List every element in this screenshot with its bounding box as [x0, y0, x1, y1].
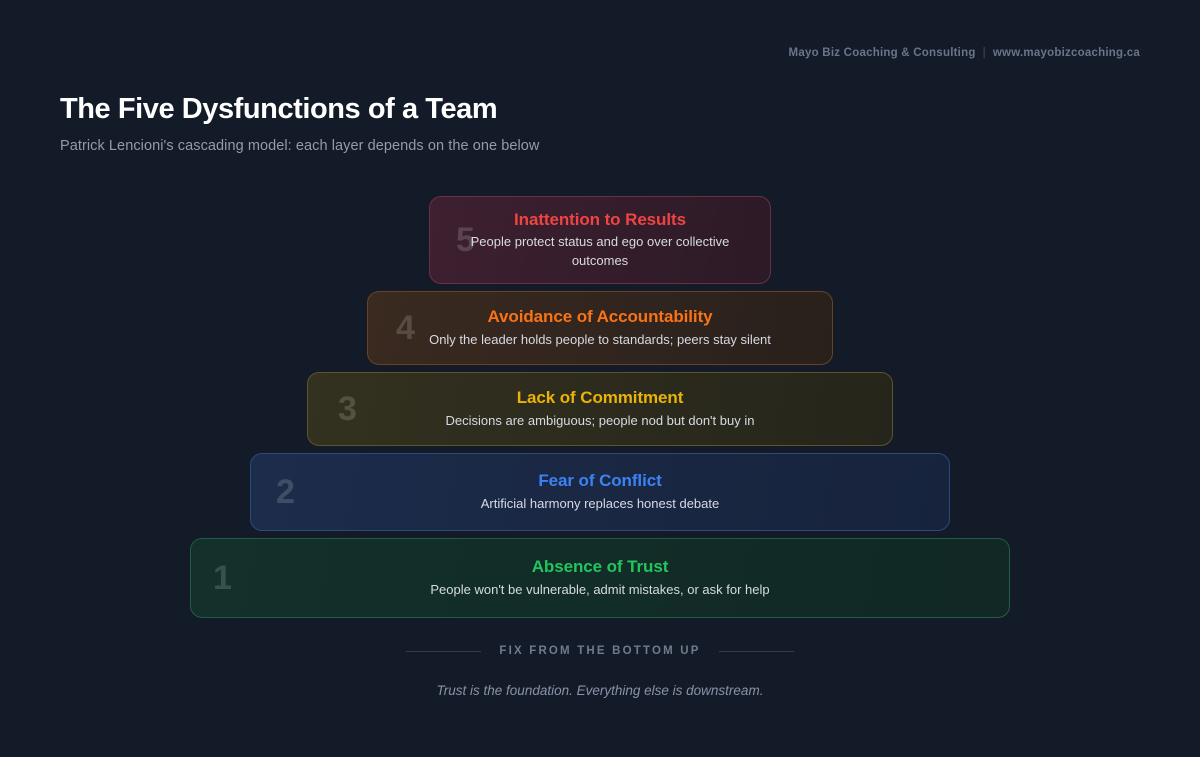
brand-name: Mayo Biz Coaching & Consulting [788, 47, 976, 59]
layer-title: Absence of Trust [531, 557, 669, 577]
divider-line-left [406, 650, 482, 652]
layer-title: Inattention to Results [514, 210, 686, 230]
pyramid-layer-1[interactable]: 1 Absence of Trust People won't be vulne… [190, 538, 1010, 618]
layer-number: 2 [276, 473, 295, 511]
pyramid-layer-2[interactable]: 2 Fear of Conflict Artificial harmony re… [250, 453, 950, 531]
layer-description: Artificial harmony replaces honest debat… [480, 495, 720, 511]
layer-description: People protect status and ego over colle… [470, 234, 730, 269]
brand-website[interactable]: www.mayobizcoaching.ca [992, 47, 1140, 59]
footer: FIX FROM THE BOTTOM UP Trust is the foun… [0, 645, 1200, 698]
layer-number: 3 [338, 390, 357, 428]
brand-bar: Mayo Biz Coaching & Consulting | www.may… [789, 47, 1140, 59]
layer-title: Lack of Commitment [516, 388, 684, 408]
divider-line-right [718, 650, 794, 652]
layer-description: People won't be vulnerable, admit mistak… [430, 581, 770, 597]
pyramid-layer-4[interactable]: 4 Avoidance of Accountability Only the l… [367, 291, 833, 365]
header: The Five Dysfunctions of a Team Patrick … [60, 92, 539, 154]
brand-separator: | [982, 47, 986, 59]
divider-label: FIX FROM THE BOTTOM UP [499, 645, 701, 657]
layer-number: 1 [213, 559, 232, 597]
layer-title: Fear of Conflict [538, 471, 662, 491]
layer-title: Avoidance of Accountability [487, 307, 713, 327]
footer-note: Trust is the foundation. Everything else… [436, 683, 764, 698]
page-subtitle: Patrick Lencioni's cascading model: each… [60, 137, 540, 154]
layer-number: 4 [396, 309, 415, 347]
dysfunction-pyramid: 5 Inattention to Results People protect … [0, 196, 1200, 625]
pyramid-layer-5[interactable]: 5 Inattention to Results People protect … [429, 196, 771, 284]
page-title: The Five Dysfunctions of a Team [60, 93, 498, 125]
pyramid-layer-3[interactable]: 3 Lack of Commitment Decisions are ambig… [307, 372, 893, 446]
footer-divider: FIX FROM THE BOTTOM UP [406, 645, 794, 657]
layer-description: Decisions are ambiguous; people nod but … [445, 412, 755, 428]
layer-description: Only the leader holds people to standard… [429, 331, 771, 347]
